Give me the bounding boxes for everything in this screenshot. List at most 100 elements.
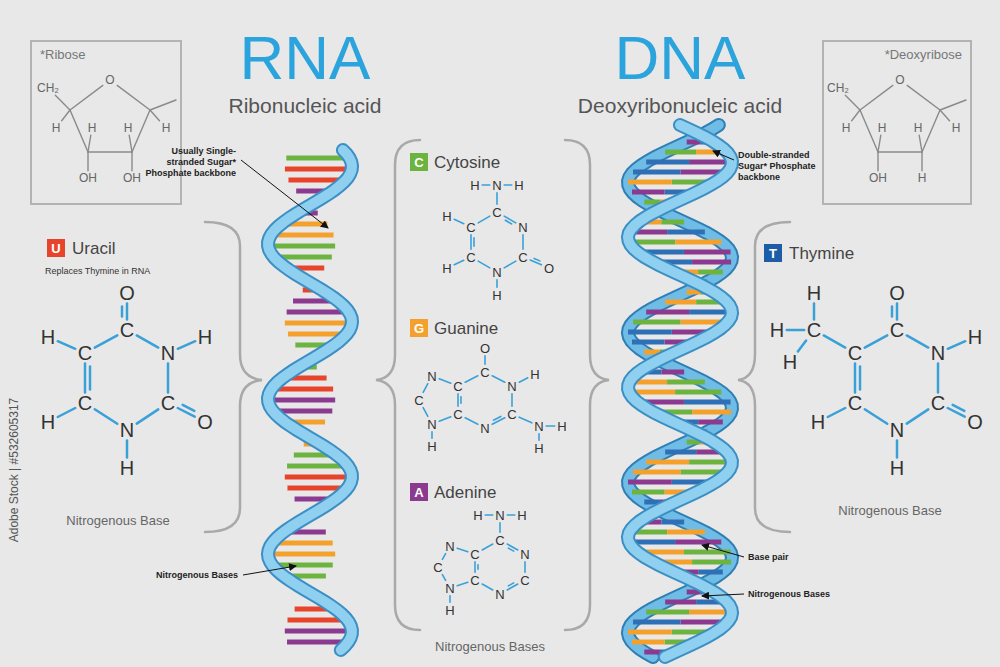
chemical-bond [95, 409, 118, 423]
atom-label: H [124, 122, 133, 134]
chemical-bond [828, 408, 846, 417]
atom-label: H [41, 327, 55, 347]
double-bond [493, 416, 500, 420]
chemical-bond [496, 193, 498, 205]
nitrogenous-base [684, 250, 731, 255]
chemical-bond [58, 408, 76, 417]
atom-label: C [470, 574, 479, 587]
nitrogenous-base [285, 321, 352, 326]
chemical-bond [852, 110, 860, 121]
nitrogenous-base [646, 310, 689, 315]
chemical-bond [940, 110, 950, 121]
chemical-bond [482, 584, 493, 590]
chemical-bond [907, 335, 929, 347]
leader-line [702, 594, 744, 596]
nitrogenous-base [285, 475, 352, 480]
badge-letter: T [769, 247, 777, 260]
atom-label: C [931, 393, 945, 413]
atom-label: N [520, 548, 529, 561]
atom-label: H [514, 179, 523, 192]
atom-label: C [848, 343, 862, 363]
atom-label: C [495, 534, 504, 547]
chemical-bond [431, 432, 433, 439]
badge-letter: G [414, 322, 424, 335]
atom-label: C [518, 251, 527, 264]
chemical-bond [496, 280, 498, 288]
double-bond [859, 367, 862, 390]
atom-label: O [544, 262, 554, 275]
base-name: Guanine [434, 320, 498, 337]
atom-label: H [120, 458, 134, 478]
nitrogenous-base [665, 150, 696, 155]
atom-label: OH [869, 172, 887, 184]
atom-label: C [466, 221, 475, 234]
nitrogenous-base [628, 180, 672, 185]
chemical-bond [845, 95, 860, 110]
atom-label: H [442, 262, 451, 275]
double-bond [89, 367, 92, 390]
chemical-bond [95, 335, 118, 347]
atom-label: H [557, 420, 566, 433]
chemical-bond [798, 341, 806, 352]
nitrogenous-base [675, 540, 721, 545]
atom-label: O [480, 342, 490, 355]
atom-label: CH₂ [37, 82, 59, 94]
caption-text: Nitrogenous Bases [435, 640, 545, 653]
chemical-bond [485, 514, 493, 516]
chemical-bond [948, 341, 966, 349]
atom-label: H [162, 122, 171, 134]
chemical-bond [178, 341, 196, 349]
double-bond [473, 238, 475, 247]
box-title: *Deoxyribose [885, 47, 962, 62]
atom-label: H [807, 283, 821, 303]
chemical-bond [921, 152, 922, 171]
atom-label: N [427, 370, 436, 383]
nitrogenous-base [675, 390, 721, 395]
chemical-bond [907, 409, 929, 423]
leader-line [702, 545, 744, 557]
nitrogenous-base [665, 600, 696, 605]
nitrogenous-base [632, 490, 665, 495]
nitrogenous-base [633, 170, 680, 175]
double-bond [508, 583, 513, 586]
atom-label: O [967, 412, 983, 432]
backbone-outline [628, 125, 732, 657]
sugar-phosphate-backbone [268, 150, 352, 650]
subheading: Deoxyribonucleic acid [578, 95, 782, 116]
chemical-bond [117, 85, 150, 110]
badge-letter: C [414, 156, 423, 169]
atom-label: H [968, 327, 982, 347]
leader-line [713, 151, 734, 160]
chemical-bond [442, 575, 445, 581]
chemical-bond [860, 85, 893, 110]
atom-label: H [517, 509, 526, 522]
chemical-bond [877, 152, 878, 171]
chemical-bond [84, 364, 87, 393]
atom-label: O [197, 412, 213, 432]
chemical-bond [126, 304, 129, 320]
nitrogenous-base [628, 480, 672, 485]
chemical-bond [865, 335, 888, 347]
atom-label: O [119, 283, 135, 303]
atom-label: C [120, 320, 134, 340]
note: Replaces Thymine in RNA [45, 267, 150, 276]
callout: Base pair [748, 553, 789, 562]
nitrogenous-base [633, 620, 680, 625]
atom-label: N [518, 221, 527, 234]
atom-label: N [480, 422, 489, 435]
atom-label: C [161, 393, 175, 413]
nitrogenous-base [646, 610, 689, 615]
chemical-bond [860, 110, 878, 152]
nitrogenous-base [692, 410, 731, 415]
chemical-bond [474, 562, 476, 573]
chemical-bond [70, 110, 88, 152]
chemical-bond [813, 304, 816, 320]
chemical-bond [126, 441, 129, 458]
atom-label: C [848, 393, 862, 413]
atom-label: H [492, 289, 501, 302]
nitrogenous-base [628, 630, 672, 635]
atom-label: H [878, 122, 887, 134]
atom-label: C [507, 408, 516, 421]
